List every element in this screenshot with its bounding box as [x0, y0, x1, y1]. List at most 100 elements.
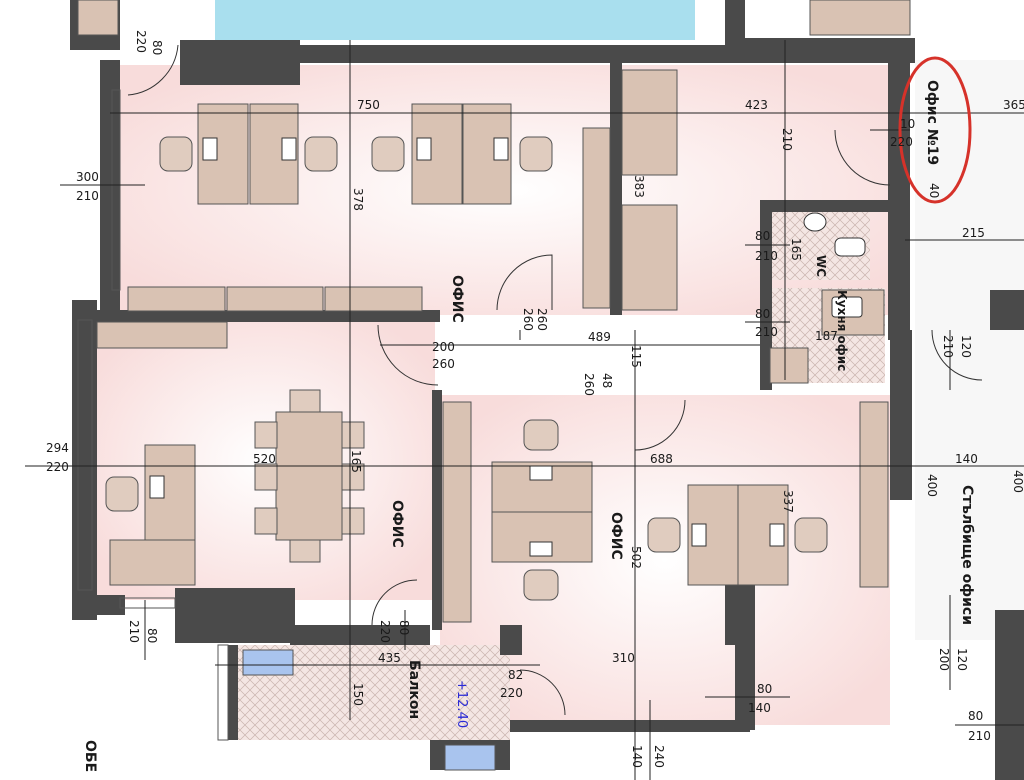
dimension-label: 210 — [755, 325, 778, 339]
dimension-label: 210 — [76, 189, 99, 203]
dimension-label: 200 — [432, 340, 455, 354]
dimension-label: 200 — [937, 648, 951, 671]
highlight-circle — [898, 56, 972, 204]
wall-top — [180, 40, 300, 85]
computer-icon — [493, 137, 509, 161]
wall-left-lower — [72, 300, 97, 620]
cabinet-center-left — [442, 401, 472, 623]
window-balcony — [217, 644, 229, 741]
room-label-office-left: ОФИС — [389, 500, 405, 548]
dimension-label: 80 — [757, 682, 772, 696]
sanitary — [803, 212, 866, 318]
dimension-label: 520 — [253, 452, 276, 466]
dimension-label: 240 — [652, 745, 666, 768]
wall-bottom-left — [175, 588, 295, 643]
wall-bottom-right — [735, 640, 755, 730]
chair — [289, 539, 321, 563]
computer-icon — [691, 523, 707, 547]
unit-highlight — [898, 56, 972, 204]
manager-desk-return — [109, 539, 196, 586]
walls — [70, 0, 1024, 780]
chair — [523, 569, 559, 601]
wall-bottom-mid — [290, 625, 430, 645]
chair — [254, 463, 278, 491]
door-swing — [931, 329, 983, 381]
wall-balcony-left — [228, 645, 238, 740]
cabinet-left-top — [96, 321, 228, 349]
dimension-label: 337 — [781, 490, 795, 513]
door-swing — [496, 254, 553, 311]
sofa-2 — [621, 204, 678, 311]
chair — [254, 421, 278, 449]
wall-right — [888, 60, 910, 340]
cabinet-top-3 — [324, 286, 423, 312]
dimension-label: 400 — [925, 474, 939, 497]
room-label-balcony: Балкон — [406, 660, 422, 719]
computer-icon — [149, 475, 165, 499]
dimension-label: 80 — [755, 307, 770, 321]
dimension-label: 365 — [1003, 98, 1024, 112]
dimension-label: 300 — [76, 170, 99, 184]
chair — [519, 136, 553, 172]
chair — [341, 507, 365, 535]
door-swing — [519, 669, 566, 716]
chair — [254, 507, 278, 535]
computers — [149, 137, 785, 557]
wall-mid-horiz — [95, 310, 440, 322]
dimension-label: 294 — [46, 441, 69, 455]
dimension-label: 220 — [378, 620, 392, 643]
dimension-label: 750 — [357, 98, 380, 112]
room-labels: ОФИС ОФИС ОФИС WC Кухня офис Балкон Стъл… — [82, 80, 975, 772]
dimension-label: 140 — [955, 452, 978, 466]
wall-top-strip — [295, 45, 725, 63]
room-label-stairs: Стълбище офиси — [959, 485, 975, 625]
wall-wc-top — [760, 200, 890, 212]
dimension-label: 260 — [582, 373, 596, 396]
window-left-upper — [111, 89, 121, 291]
wall-top-right — [725, 0, 745, 63]
chair — [289, 389, 321, 413]
wall-center-right — [725, 585, 755, 645]
chair — [523, 419, 559, 451]
room-label-partial: ОБЕ — [82, 740, 98, 772]
dimension-label: 120 — [959, 335, 973, 358]
dimension-label: 210 — [780, 128, 794, 151]
dimension-label: 210 — [127, 620, 141, 643]
cabinet-vertical-top — [582, 127, 611, 309]
computer-icon — [281, 137, 297, 161]
toilet-icon — [834, 237, 866, 257]
sofa-top-left — [77, 0, 119, 36]
dimension-label: 120 — [955, 648, 969, 671]
dimension-label: 80 — [397, 620, 411, 635]
window-left-lower — [77, 319, 93, 591]
room-label-kitchen: Кухня офис — [835, 290, 849, 371]
dimension-label: 80 — [968, 709, 983, 723]
door-swing — [834, 129, 891, 186]
chair — [341, 463, 365, 491]
sofa-1 — [621, 69, 678, 176]
computer-icon — [769, 523, 785, 547]
wall-right-lower — [890, 330, 912, 500]
dimension-label: 210 — [941, 335, 955, 358]
computer-icon — [202, 137, 218, 161]
door-swing — [127, 44, 179, 96]
room-label-wc: WC — [814, 255, 828, 277]
chair — [794, 517, 828, 553]
dimension-label: 80 — [150, 40, 164, 55]
dimension-label: 220 — [500, 686, 523, 700]
dimension-label: 115 — [629, 345, 643, 368]
wall-left-bottom — [95, 595, 125, 615]
door-swing — [371, 579, 418, 626]
dimension-label: 10 — [900, 117, 915, 131]
wall-stair-right — [995, 610, 1024, 780]
dimension-label: 140 — [748, 701, 771, 715]
dimension-label: 489 — [588, 330, 611, 344]
dimension-label: 48 — [600, 373, 614, 388]
room-label-office-top: ОФИС — [449, 275, 465, 323]
room-label-office-center: ОФИС — [608, 512, 624, 560]
fridge — [769, 347, 809, 384]
dimension-label: 80 — [145, 628, 159, 643]
furniture — [77, 0, 911, 771]
floor-corridor — [440, 315, 760, 395]
